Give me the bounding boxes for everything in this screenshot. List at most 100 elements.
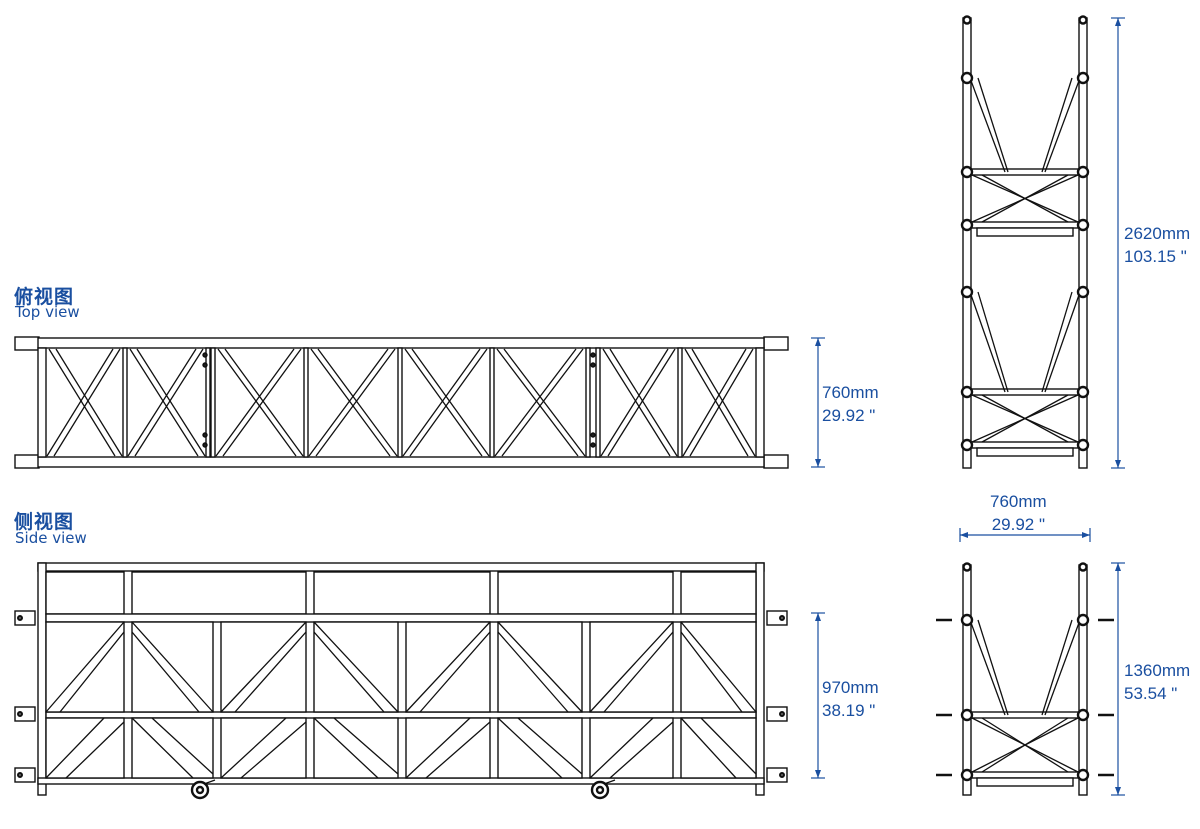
dim-mm: 760mm (990, 492, 1047, 511)
brace (1041, 291, 1073, 393)
cross-brace (217, 348, 297, 457)
cross-brace (315, 348, 396, 457)
cross-brace (48, 348, 116, 457)
cross-brace (215, 348, 295, 457)
rail (966, 168, 1084, 176)
cross-brace (501, 348, 584, 457)
top-panel (45, 571, 125, 615)
base-tray (976, 777, 1074, 787)
node (960, 218, 974, 232)
bolt (202, 352, 208, 358)
end-post (755, 562, 765, 796)
dim-mm: 970mm (822, 678, 879, 697)
diagonal-brace (45, 717, 125, 779)
brace (1044, 619, 1081, 716)
bolt (779, 711, 786, 718)
end-cap (763, 454, 789, 469)
cross-brace (409, 348, 488, 457)
node (1076, 768, 1090, 782)
bracket (766, 767, 788, 783)
node (960, 385, 974, 399)
top-panel (131, 571, 307, 615)
cross-brace (402, 348, 481, 457)
cross-brace (310, 348, 391, 457)
cross-brace (136, 348, 206, 457)
rail (966, 771, 1084, 779)
bolt (590, 362, 596, 368)
cross-brace (222, 348, 302, 457)
cross-brace (682, 348, 747, 457)
dim-mm: 1360mm (1124, 661, 1191, 680)
caster-fork (203, 779, 216, 785)
post-cap (962, 15, 972, 25)
cross-brace (404, 348, 483, 457)
post-cap (1078, 562, 1088, 572)
diagonal-brace (45, 621, 125, 713)
dim-mm: 760mm (822, 383, 879, 402)
tall-left-post (962, 17, 972, 469)
bolt (17, 615, 24, 622)
end-post (755, 347, 765, 458)
diagonal-brace (589, 621, 674, 713)
brace (969, 77, 1006, 173)
cross-brace (494, 348, 577, 457)
bracket (766, 706, 788, 722)
diagonal-brace (497, 717, 583, 779)
tall-end-view-dimension: 2620mm 103.15 " (1124, 222, 1190, 268)
post-cap (1078, 15, 1088, 25)
bolt (202, 432, 208, 438)
bolt (17, 772, 24, 779)
base-tray (976, 227, 1074, 237)
rail (966, 388, 1084, 396)
cross-brace (600, 348, 669, 457)
brace (969, 291, 1006, 393)
rail (966, 221, 1084, 229)
post-cap (962, 562, 972, 572)
panel (131, 717, 214, 779)
base-tray (976, 447, 1074, 457)
dim-in: 38.19 " (822, 701, 876, 720)
node (960, 613, 974, 627)
short-left-post (962, 564, 972, 796)
diagonal-brace (313, 717, 399, 779)
bolt (202, 362, 208, 368)
node (960, 71, 974, 85)
end-post (37, 562, 47, 796)
cross-brace (129, 348, 199, 457)
node (960, 285, 974, 299)
brace (977, 291, 1009, 393)
cross-brace (684, 348, 749, 457)
top-rail (37, 337, 765, 349)
mid-rail (45, 613, 757, 623)
tall-right-post (1078, 17, 1088, 469)
diagonal-brace (131, 621, 214, 713)
diagonal-brace (680, 621, 757, 713)
diagonal-brace (220, 717, 307, 779)
dim-in: 53.54 " (1124, 684, 1178, 703)
top-view-title-cn: 俯视图 (14, 287, 75, 308)
node (960, 768, 974, 782)
dim-mm: 2620mm (1124, 224, 1191, 243)
diagonal-brace (497, 621, 583, 713)
bolt (590, 442, 596, 448)
cross-brace (317, 348, 398, 457)
bracket (14, 706, 36, 722)
node (960, 165, 974, 179)
bolt (17, 711, 24, 718)
end-cap (14, 454, 40, 469)
cross-brace (602, 348, 671, 457)
post (210, 347, 216, 458)
node (1076, 708, 1090, 722)
caster-hub (195, 785, 205, 795)
cross-brace (411, 348, 490, 457)
bolt (590, 432, 596, 438)
top-panel (680, 571, 757, 615)
panel (497, 717, 583, 779)
top-panel (313, 571, 491, 615)
panel (680, 717, 757, 779)
node (1076, 285, 1090, 299)
diagonal-brace (405, 717, 491, 779)
brace (1041, 619, 1073, 716)
mid-rail (45, 711, 757, 719)
